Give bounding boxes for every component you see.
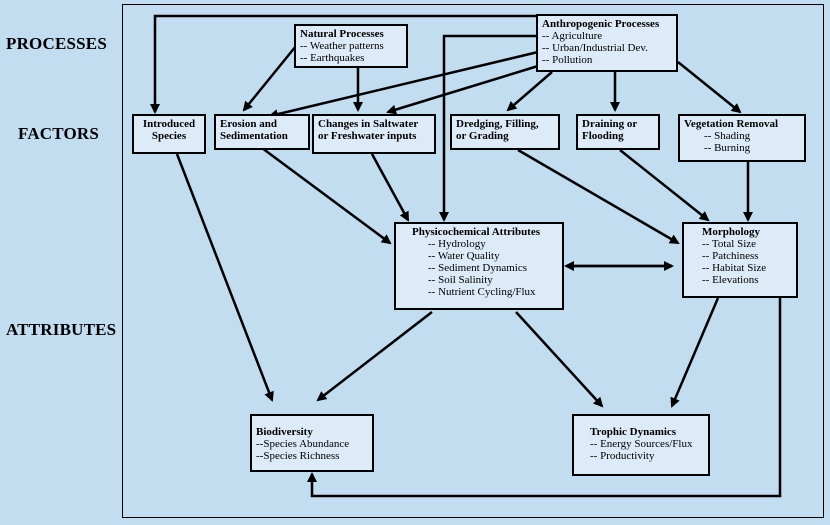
processes-row-label: PROCESSES — [6, 34, 108, 53]
vegetation-title: Vegetation Removal — [684, 118, 778, 130]
introduced-title-line: Introduced — [142, 118, 196, 130]
dredging-filling-box: Dredging, Filling, or Grading — [450, 114, 560, 150]
morphology-item: -- Patchiness — [702, 250, 759, 262]
saltwater-freshwater-box: Changes in Saltwater or Freshwater input… — [312, 114, 436, 154]
anthropogenic-title: Anthropogenic Processes — [542, 18, 660, 30]
introduced-species-box: Introduced Species — [132, 114, 206, 154]
trophic-title: Trophic Dynamics — [590, 426, 677, 438]
saltwater-title-line: Changes in Saltwater — [318, 118, 419, 130]
natural-processes-box: Natural Processes -- Weather patterns --… — [294, 24, 408, 68]
attributes-row-label: ATTRIBUTES — [6, 320, 117, 339]
trophic-dynamics-box: Trophic Dynamics -- Energy Sources/Flux … — [572, 414, 710, 476]
draining-title-line: Draining or — [582, 118, 638, 130]
draining-title-line: Flooding — [582, 130, 624, 142]
anthropogenic-item: -- Pollution — [542, 54, 593, 66]
vegetation-item: -- Shading — [704, 130, 751, 142]
physico-item: -- Sediment Dynamics — [428, 262, 527, 274]
biodiversity-box: Biodiversity --Species Abundance --Speci… — [250, 414, 374, 472]
natural-item: -- Weather patterns — [300, 40, 384, 52]
physico-item: -- Water Quality — [428, 250, 500, 262]
morphology-item: -- Habitat Size — [702, 262, 767, 274]
trophic-item: -- Productivity — [590, 450, 655, 462]
morphology-item: -- Elevations — [702, 274, 759, 286]
saltwater-title-line: or Freshwater inputs — [318, 130, 417, 142]
introduced-title-line: Species — [151, 130, 187, 142]
diagram-frame — [122, 4, 824, 518]
anthropogenic-item: -- Agriculture — [542, 30, 603, 42]
morphology-title: Morphology — [702, 226, 761, 238]
factors-row-label: FACTORS — [18, 124, 100, 143]
physico-item: -- Soil Salinity — [428, 274, 493, 286]
erosion-title-line: Sedimentation — [220, 130, 288, 142]
physicochemical-title: Physicochemical Attributes — [412, 226, 541, 238]
morphology-box: Morphology -- Total Size -- Patchiness -… — [682, 222, 798, 298]
biodiversity-title: Biodiversity — [256, 426, 313, 438]
natural-item: -- Earthquakes — [300, 52, 365, 64]
vegetation-removal-box: Vegetation Removal -- Shading -- Burning — [678, 114, 806, 162]
natural-processes-title: Natural Processes — [300, 28, 384, 40]
dredging-title-line: or Grading — [456, 130, 509, 142]
biodiversity-item: --Species Abundance — [256, 438, 350, 450]
biodiversity-item: --Species Richness — [256, 450, 340, 462]
anthropogenic-item: -- Urban/Industrial Dev. — [542, 42, 648, 54]
draining-flooding-box: Draining or Flooding — [576, 114, 660, 150]
morphology-item: -- Total Size — [702, 238, 757, 250]
physico-item: -- Nutrient Cycling/Flux — [428, 286, 536, 298]
physicochemical-attributes-box: Physicochemical Attributes -- Hydrology … — [394, 222, 564, 310]
anthropogenic-processes-box: Anthropogenic Processes -- Agriculture -… — [536, 14, 678, 72]
erosion-title-line: Erosion and — [220, 118, 277, 130]
erosion-sedimentation-box: Erosion and Sedimentation — [214, 114, 310, 150]
vegetation-item: -- Burning — [704, 142, 751, 154]
dredging-title-line: Dredging, Filling, — [456, 118, 539, 130]
trophic-item: -- Energy Sources/Flux — [590, 438, 693, 450]
physico-item: -- Hydrology — [428, 238, 486, 250]
